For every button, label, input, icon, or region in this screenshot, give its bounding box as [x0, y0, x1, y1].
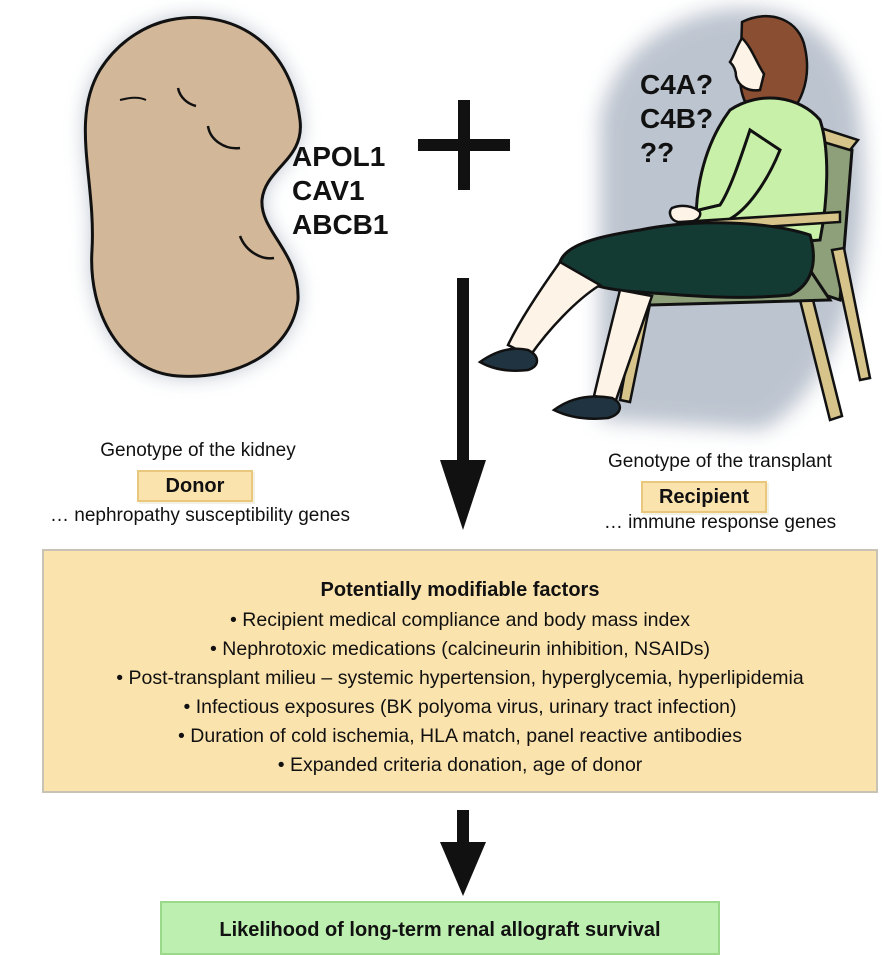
factors-title: Potentially modifiable factors [44, 579, 876, 602]
factor-item: • Duration of cold ischemia, HLA match, … [44, 725, 876, 748]
recipient-gene-list: C4A? C4B? ?? [640, 68, 713, 170]
donor-gene-list: APOL1 CAV1 ABCB1 [292, 140, 388, 242]
recipient-subcaption: … immune response genes [560, 512, 880, 534]
modifiable-factors-box: Potentially modifiable factors • Recipie… [42, 549, 878, 793]
factor-item: • Infectious exposures (BK polyoma virus… [44, 696, 876, 719]
gene-label: APOL1 [292, 140, 388, 174]
factor-item: • Post-transplant milieu – systemic hype… [44, 667, 876, 690]
recipient-tag: Recipient [641, 481, 767, 513]
factor-item: • Expanded criteria donation, age of don… [44, 754, 876, 777]
factor-item: • Nephrotoxic medications (calcineurin i… [44, 638, 876, 661]
down-arrow-icon [440, 810, 486, 896]
donor-tag: Donor [137, 470, 253, 502]
down-arrow-icon [440, 278, 486, 530]
kidney-illustration [85, 18, 300, 377]
donor-subcaption: … nephropathy susceptibility genes [0, 505, 400, 527]
factor-item: • Recipient medical compliance and body … [44, 609, 876, 632]
plus-icon [418, 100, 510, 190]
recipient-caption: Genotype of the transplant [570, 451, 870, 473]
donor-caption: Genotype of the kidney [48, 440, 348, 462]
gene-label: ABCB1 [292, 208, 388, 242]
outcome-label: Likelihood of long-term renal allograft … [162, 919, 718, 942]
gene-label: CAV1 [292, 174, 388, 208]
gene-label: C4B? [640, 102, 713, 136]
outcome-box: Likelihood of long-term renal allograft … [160, 901, 720, 955]
gene-label: C4A? [640, 68, 713, 102]
gene-label: ?? [640, 136, 713, 170]
